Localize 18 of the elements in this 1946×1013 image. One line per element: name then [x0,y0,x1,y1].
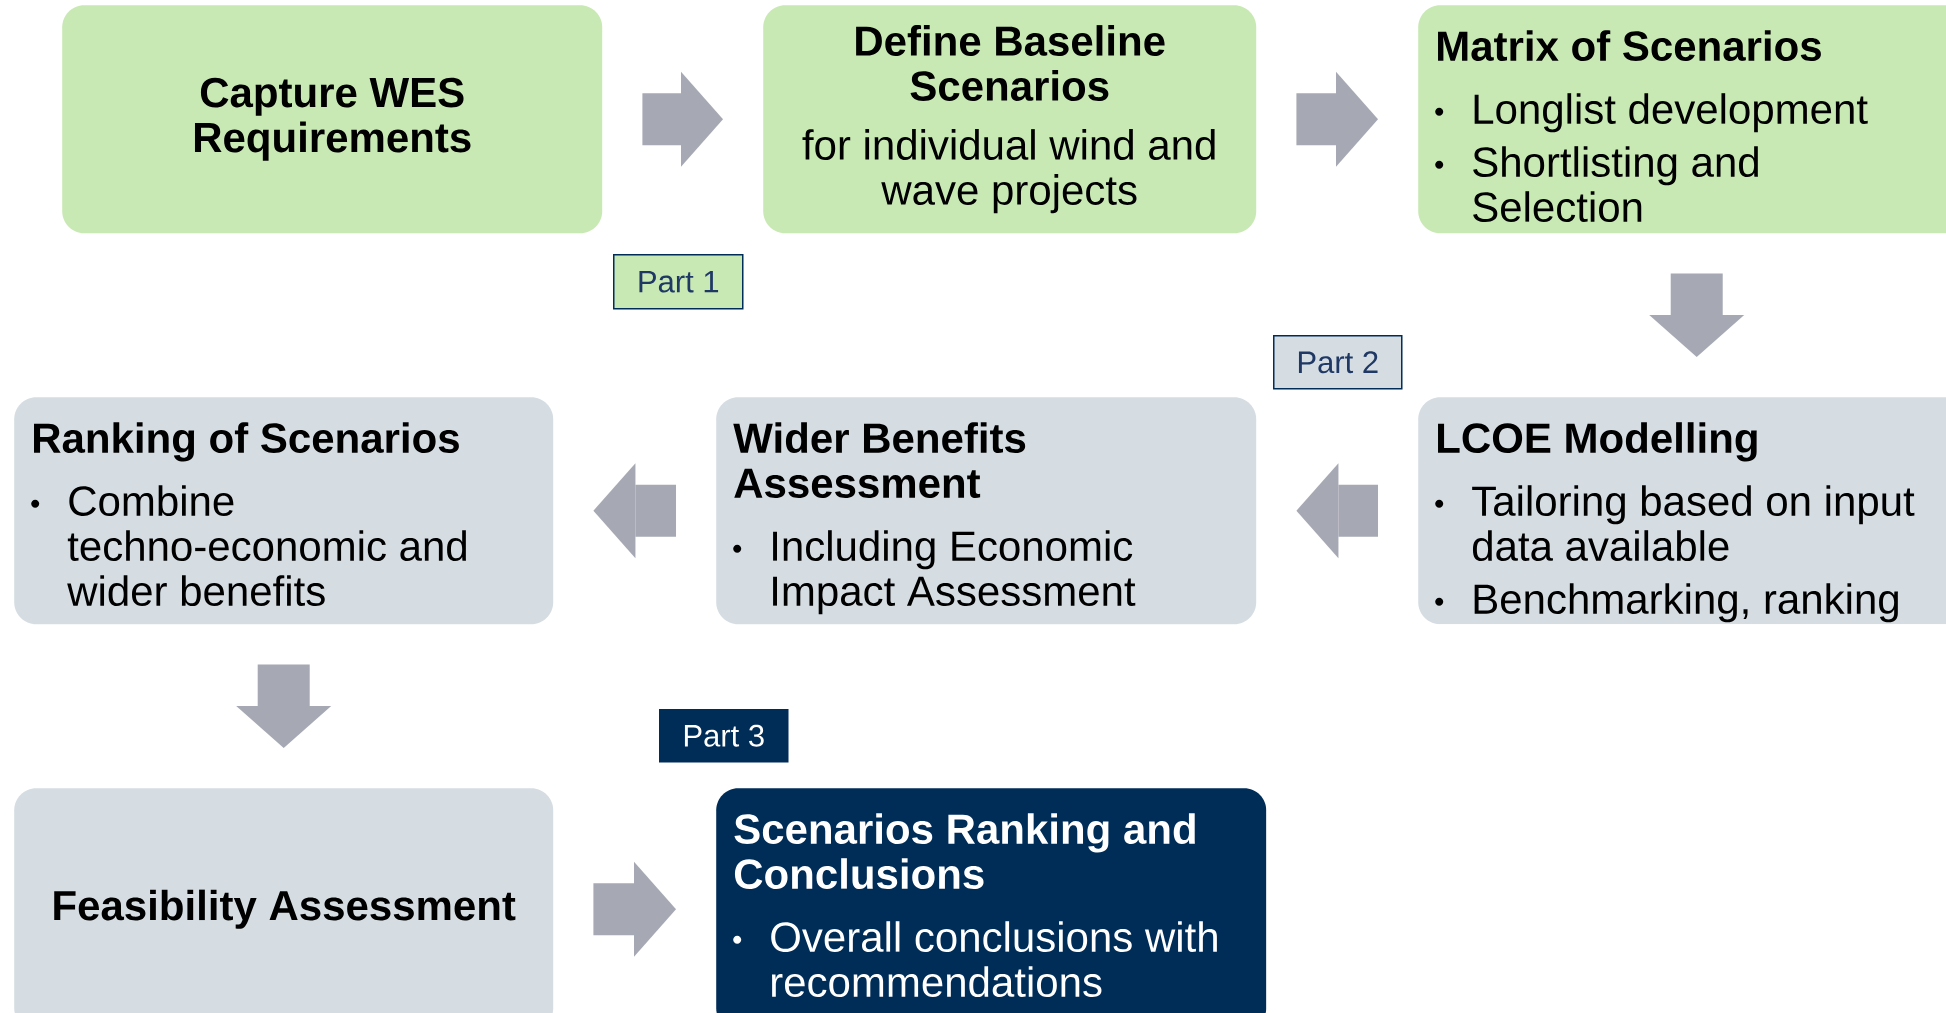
block-arrow [642,71,723,167]
block-arrow [1649,273,1745,357]
block-arrow [236,664,332,748]
part-tag: Part 3 [659,709,789,763]
part-tag: Part 2 [1273,335,1403,390]
process-box: Ranking of Scenarios Combine techno-economic and wider benefits [14,397,554,625]
process-box: Scenarios Ranking and Conclusions Overall conclusions with recommendations [716,788,1267,1013]
part-tag: Part 1 [613,254,744,310]
process-box: LCOE Modelling Tailoring based on input data available Benchmarking, ranking [1418,397,1946,625]
block-arrow [1296,71,1378,167]
process-box: Matrix of Scenarios Longlist development Shortlisting and Selection [1418,5,1946,234]
block-arrow [593,861,676,957]
process-box: Capture WES Requirements [62,5,603,234]
process-box: Define Baseline Scenarios for individual wind and wave projects [763,5,1257,234]
process-box: Feasibility Assessment [14,788,554,1013]
block-arrow [593,463,676,559]
block-arrow [1296,463,1378,559]
process-box: Wider Benefits Assessment Including Economic Impact Assessment [716,397,1257,625]
